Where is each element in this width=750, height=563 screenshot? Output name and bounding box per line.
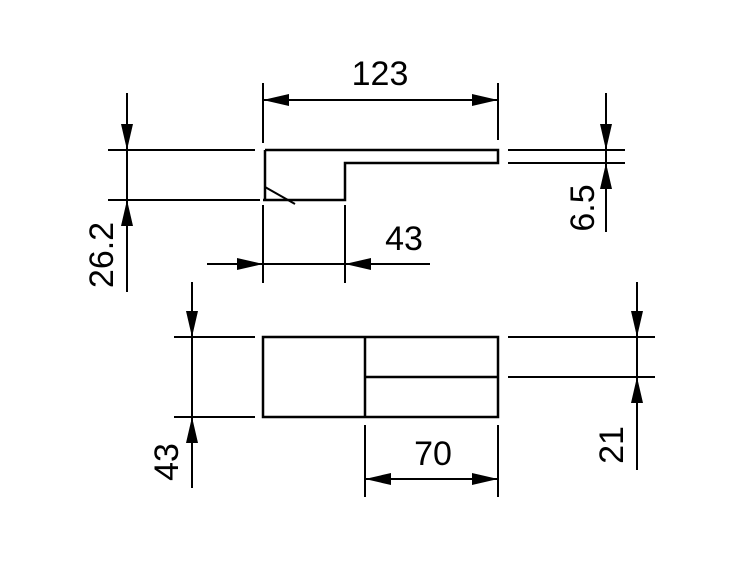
dimension-base-height: 21 — [593, 282, 643, 470]
dimension-lever-thickness: 6.5 — [564, 93, 612, 232]
dimension-rose-width: 43 — [148, 282, 198, 488]
lever-chamfer — [264, 186, 296, 205]
dimension-overhang: 43 — [207, 220, 430, 270]
dim-label: 26.2 — [83, 222, 121, 288]
dim-label: 70 — [414, 435, 452, 473]
arrow-left — [263, 94, 289, 106]
arrow-top — [186, 311, 198, 337]
dimension-base-length: 70 — [365, 435, 498, 485]
arrow-top — [121, 124, 133, 150]
dim-label: 43 — [148, 443, 186, 481]
dim-label: 6.5 — [564, 184, 602, 231]
arrow-right — [472, 94, 498, 106]
extension-lines-bottom — [174, 336, 655, 497]
arrow-bottom — [121, 200, 133, 226]
dimension-total-length: 123 — [263, 55, 498, 106]
dim-label: 123 — [352, 55, 409, 93]
arrow-right — [472, 473, 498, 485]
lever-outline — [263, 148, 500, 202]
arrow-bottom — [600, 163, 612, 189]
dim-label: 21 — [593, 426, 631, 464]
arrow-left — [237, 258, 263, 270]
arrow-top — [631, 311, 643, 337]
dim-label: 43 — [385, 220, 423, 258]
arrow-left — [365, 473, 391, 485]
arrow-bottom — [186, 417, 198, 443]
extension-lines-top — [108, 83, 625, 283]
lever-top-view — [263, 148, 500, 205]
dimension-lever-height: 26.2 — [83, 93, 133, 292]
arrow-right — [345, 258, 371, 270]
arrow-bottom — [631, 377, 643, 403]
lever-bottom-view — [261, 335, 500, 419]
arrow-top — [600, 124, 612, 150]
